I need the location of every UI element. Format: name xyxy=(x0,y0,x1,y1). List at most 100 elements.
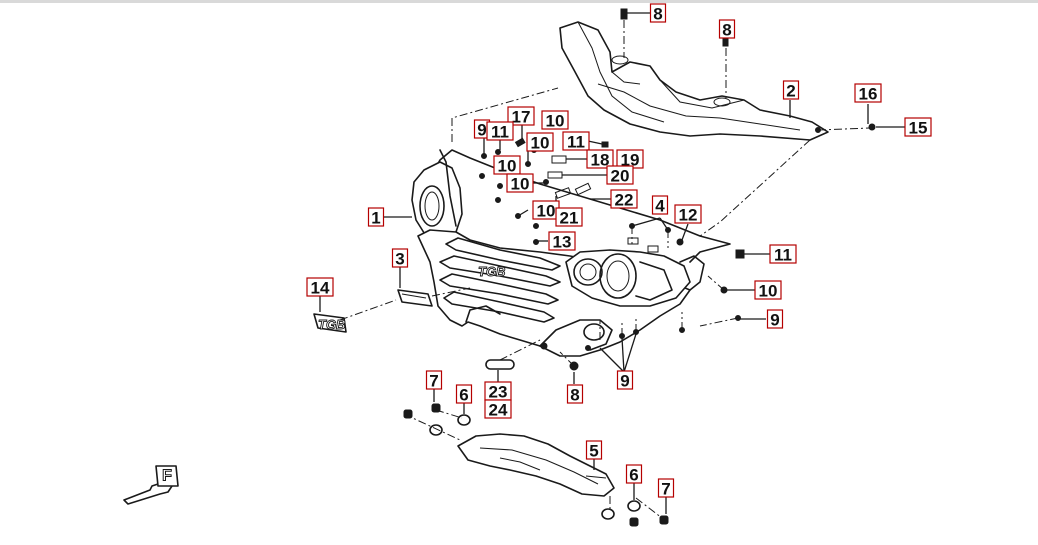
callout-box xyxy=(766,309,784,329)
callout-c7a: 7 xyxy=(425,370,443,391)
callout-box xyxy=(507,106,535,126)
callout-number: 24 xyxy=(489,401,508,420)
callout-box xyxy=(367,207,385,227)
callout-number: 11 xyxy=(567,133,585,152)
callout-c10e: 10 xyxy=(532,200,560,221)
direction-letter: F xyxy=(162,468,172,485)
callout-number: 7 xyxy=(429,372,438,391)
callout-c14: 14 xyxy=(306,277,334,298)
lower-emblem: TGB xyxy=(318,317,345,332)
callout-number: 8 xyxy=(570,386,579,405)
callout-number: 6 xyxy=(629,466,638,485)
callout-number: 7 xyxy=(661,480,670,499)
callout-number: 9 xyxy=(620,372,629,391)
callout-box xyxy=(854,83,882,103)
callout-c1: 1 xyxy=(367,207,385,228)
callout-c20: 20 xyxy=(606,165,634,186)
callout-c21: 21 xyxy=(555,207,583,228)
callout-box xyxy=(566,384,584,404)
callout-number: 5 xyxy=(589,442,598,461)
callout-number: 10 xyxy=(759,282,778,301)
callout-c10c: 10 xyxy=(493,155,521,176)
callout-c17: 17 xyxy=(507,106,535,127)
callout-c10d: 10 xyxy=(506,173,534,194)
skid-plate xyxy=(457,433,615,497)
callout-c4: 4 xyxy=(651,195,669,216)
callout-box xyxy=(754,280,782,300)
callout-box xyxy=(651,195,669,215)
callout-number: 11 xyxy=(774,246,792,265)
callout-box xyxy=(541,110,569,130)
callout-box xyxy=(674,204,702,224)
callout-box xyxy=(484,399,512,419)
callout-box xyxy=(625,464,643,484)
callout-box xyxy=(455,384,473,404)
callout-box xyxy=(548,231,576,251)
callout-c11c: 11 xyxy=(769,244,797,265)
callout-c8a: 8 xyxy=(649,3,667,24)
callout-c9c: 9 xyxy=(616,370,634,391)
callout-number: 17 xyxy=(512,108,531,127)
assembly-lines xyxy=(339,20,871,519)
callout-number: 10 xyxy=(498,157,517,176)
emblem-part-14: TGB xyxy=(313,313,347,333)
front-direction-arrow: F xyxy=(123,465,179,505)
callout-box xyxy=(718,19,736,39)
callout-box xyxy=(506,173,534,193)
callout-box xyxy=(526,132,554,152)
callout-number: 9 xyxy=(477,121,486,140)
callout-number: 12 xyxy=(679,206,698,225)
callout-box xyxy=(425,370,443,390)
callout-box xyxy=(306,277,334,297)
callout-number: 8 xyxy=(653,5,662,24)
callout-box xyxy=(606,165,634,185)
callout-c15: 15 xyxy=(904,117,932,138)
callout-c8c: 8 xyxy=(566,384,584,405)
callout-c24: 24 xyxy=(484,399,512,420)
hardware xyxy=(403,8,876,527)
callout-box xyxy=(486,121,514,141)
callout-number: 1 xyxy=(371,209,380,228)
callout-box xyxy=(904,117,932,137)
callout-box xyxy=(782,80,800,100)
callout-c7b: 7 xyxy=(657,478,675,499)
callout-number: 15 xyxy=(909,119,928,138)
callout-c6b: 6 xyxy=(625,464,643,485)
callout-box xyxy=(769,244,797,264)
callout-number: 22 xyxy=(615,191,634,210)
callout-box xyxy=(616,370,634,390)
callout-number: 19 xyxy=(621,151,640,170)
callout-c9b: 9 xyxy=(766,309,784,330)
callout-box xyxy=(657,478,675,498)
callout-number: 8 xyxy=(722,21,731,40)
callout-number: 9 xyxy=(770,311,779,330)
callout-number: 21 xyxy=(560,209,579,228)
callout-c10a: 10 xyxy=(541,110,569,131)
callout-number: 2 xyxy=(786,82,795,101)
callout-number: 14 xyxy=(311,279,330,298)
callout-c5: 5 xyxy=(585,440,603,461)
callout-number: 10 xyxy=(546,112,565,131)
callout-number: 10 xyxy=(537,202,556,221)
callout-c16: 16 xyxy=(854,83,882,104)
callout-c23: 23 xyxy=(484,381,512,402)
callout-c8b: 8 xyxy=(718,19,736,40)
callout-c11a: 11 xyxy=(486,121,514,142)
callout-c10b: 10 xyxy=(526,132,554,153)
callout-number: 4 xyxy=(655,197,665,216)
callout-number: 6 xyxy=(459,386,468,405)
callout-box xyxy=(555,207,583,227)
callout-c6a: 6 xyxy=(455,384,473,405)
emblem-part-3 xyxy=(397,289,433,307)
callout-c12: 12 xyxy=(674,204,702,225)
callout-c13: 13 xyxy=(548,231,576,252)
callout-box xyxy=(391,248,409,268)
callout-c10f: 10 xyxy=(754,280,782,301)
top-border xyxy=(0,0,1038,3)
callout-box xyxy=(610,189,638,209)
callout-c22: 22 xyxy=(610,189,638,210)
callout-number: 16 xyxy=(859,85,878,104)
callout-box xyxy=(585,440,603,460)
